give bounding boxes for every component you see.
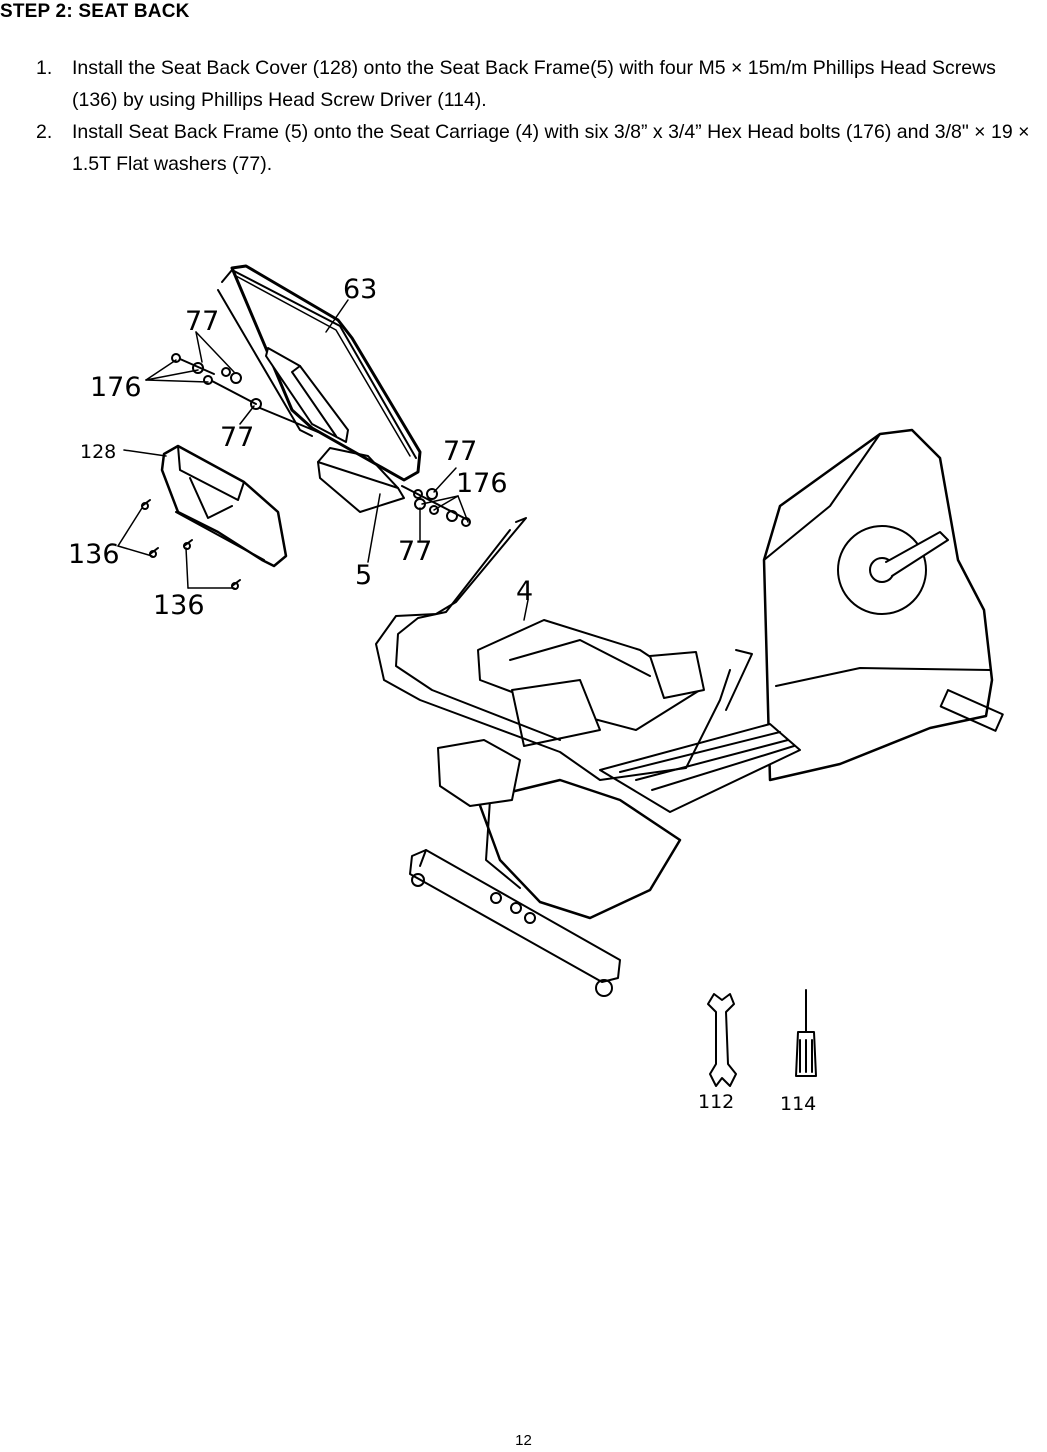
callout-77: 77 [185, 306, 219, 337]
instruction-step: 1. Install the Seat Back Cover (128) ont… [36, 52, 1046, 116]
seat-back-cover [160, 444, 288, 568]
step-number: 1. [36, 57, 53, 79]
step-number: 2. [36, 121, 53, 143]
seat-back-cushion [217, 264, 422, 482]
callout-5: 5 [355, 560, 372, 591]
callout-63: 63 [343, 274, 377, 305]
screwdriver-icon [795, 989, 817, 1077]
phillips-screws [141, 499, 241, 590]
callout-112: 112 [698, 1091, 734, 1113]
callout-136: 136 [68, 539, 120, 570]
recumbent-frame [375, 428, 1004, 997]
step-text: Install Seat Back Frame (5) onto the Sea… [72, 121, 1030, 175]
callout-77: 77 [443, 436, 477, 467]
callout-4: 4 [516, 576, 533, 607]
callout-77: 77 [398, 536, 432, 567]
callout-114: 114 [780, 1093, 816, 1115]
instruction-list: 1. Install the Seat Back Cover (128) ont… [36, 52, 1046, 180]
hardware-left [171, 353, 319, 433]
step-text: Install the Seat Back Cover (128) onto t… [72, 57, 996, 111]
callout-176: 176 [456, 468, 508, 499]
leader-lines [117, 299, 529, 621]
seat-back-frame [265, 347, 405, 513]
wrench-icon [707, 993, 737, 1087]
instruction-step: 2. Install Seat Back Frame (5) onto the … [36, 116, 1046, 180]
callout-77: 77 [220, 422, 254, 453]
callout-128: 128 [80, 441, 116, 463]
callout-136: 136 [153, 590, 205, 621]
callout-176: 176 [90, 372, 142, 403]
page-title: STEP 2: SEAT BACK [0, 1, 190, 22]
page-number: 12 [515, 1432, 532, 1449]
